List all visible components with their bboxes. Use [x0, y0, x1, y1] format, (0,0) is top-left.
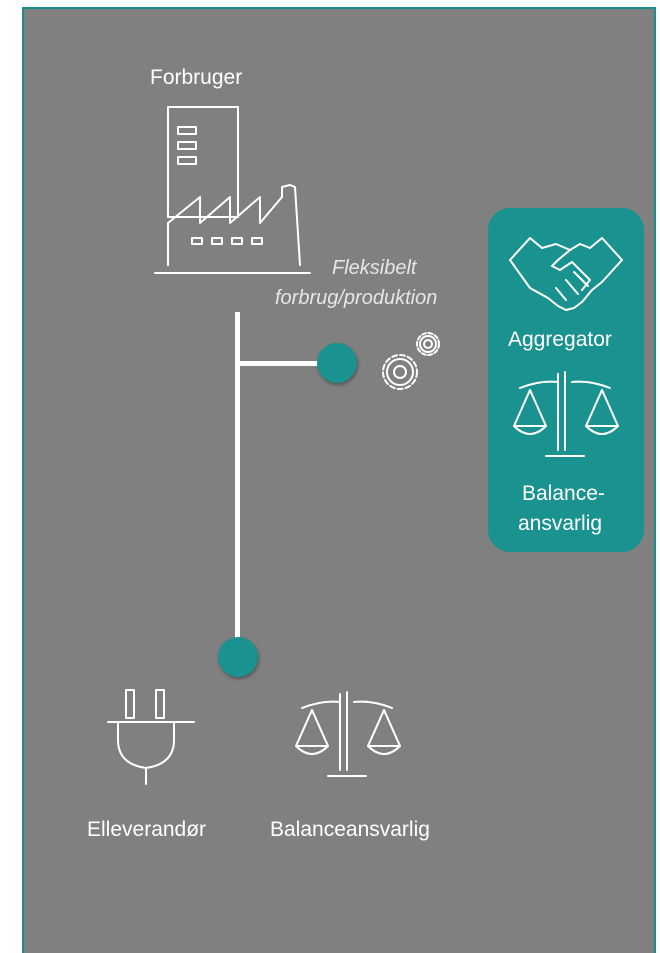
gears-icon: [382, 332, 440, 390]
balance-responsible-label: Balanceansvarlig: [270, 818, 430, 841]
aggregator-label: Aggregator: [508, 328, 612, 351]
main-connection-line: [235, 312, 240, 647]
branch-connection-line: [240, 361, 325, 366]
flex-label-line2: forbrug/produktion: [275, 287, 438, 309]
card-balance-label-line1: Balance-: [522, 482, 605, 505]
scale-icon: [513, 371, 619, 457]
card-balance-label-line2: ansvarlig: [518, 512, 603, 535]
supplier-label: Elleverandør: [87, 818, 207, 841]
balance-scale-icon: [295, 691, 401, 777]
plug-icon: [107, 689, 195, 785]
factory-icon: [154, 106, 311, 274]
handshake-icon: [509, 237, 623, 311]
consumer-label: Forbruger: [150, 66, 243, 89]
flex-node: [317, 343, 357, 383]
flex-label-line1: Fleksibelt: [332, 257, 417, 279]
supply-node: [218, 637, 258, 677]
